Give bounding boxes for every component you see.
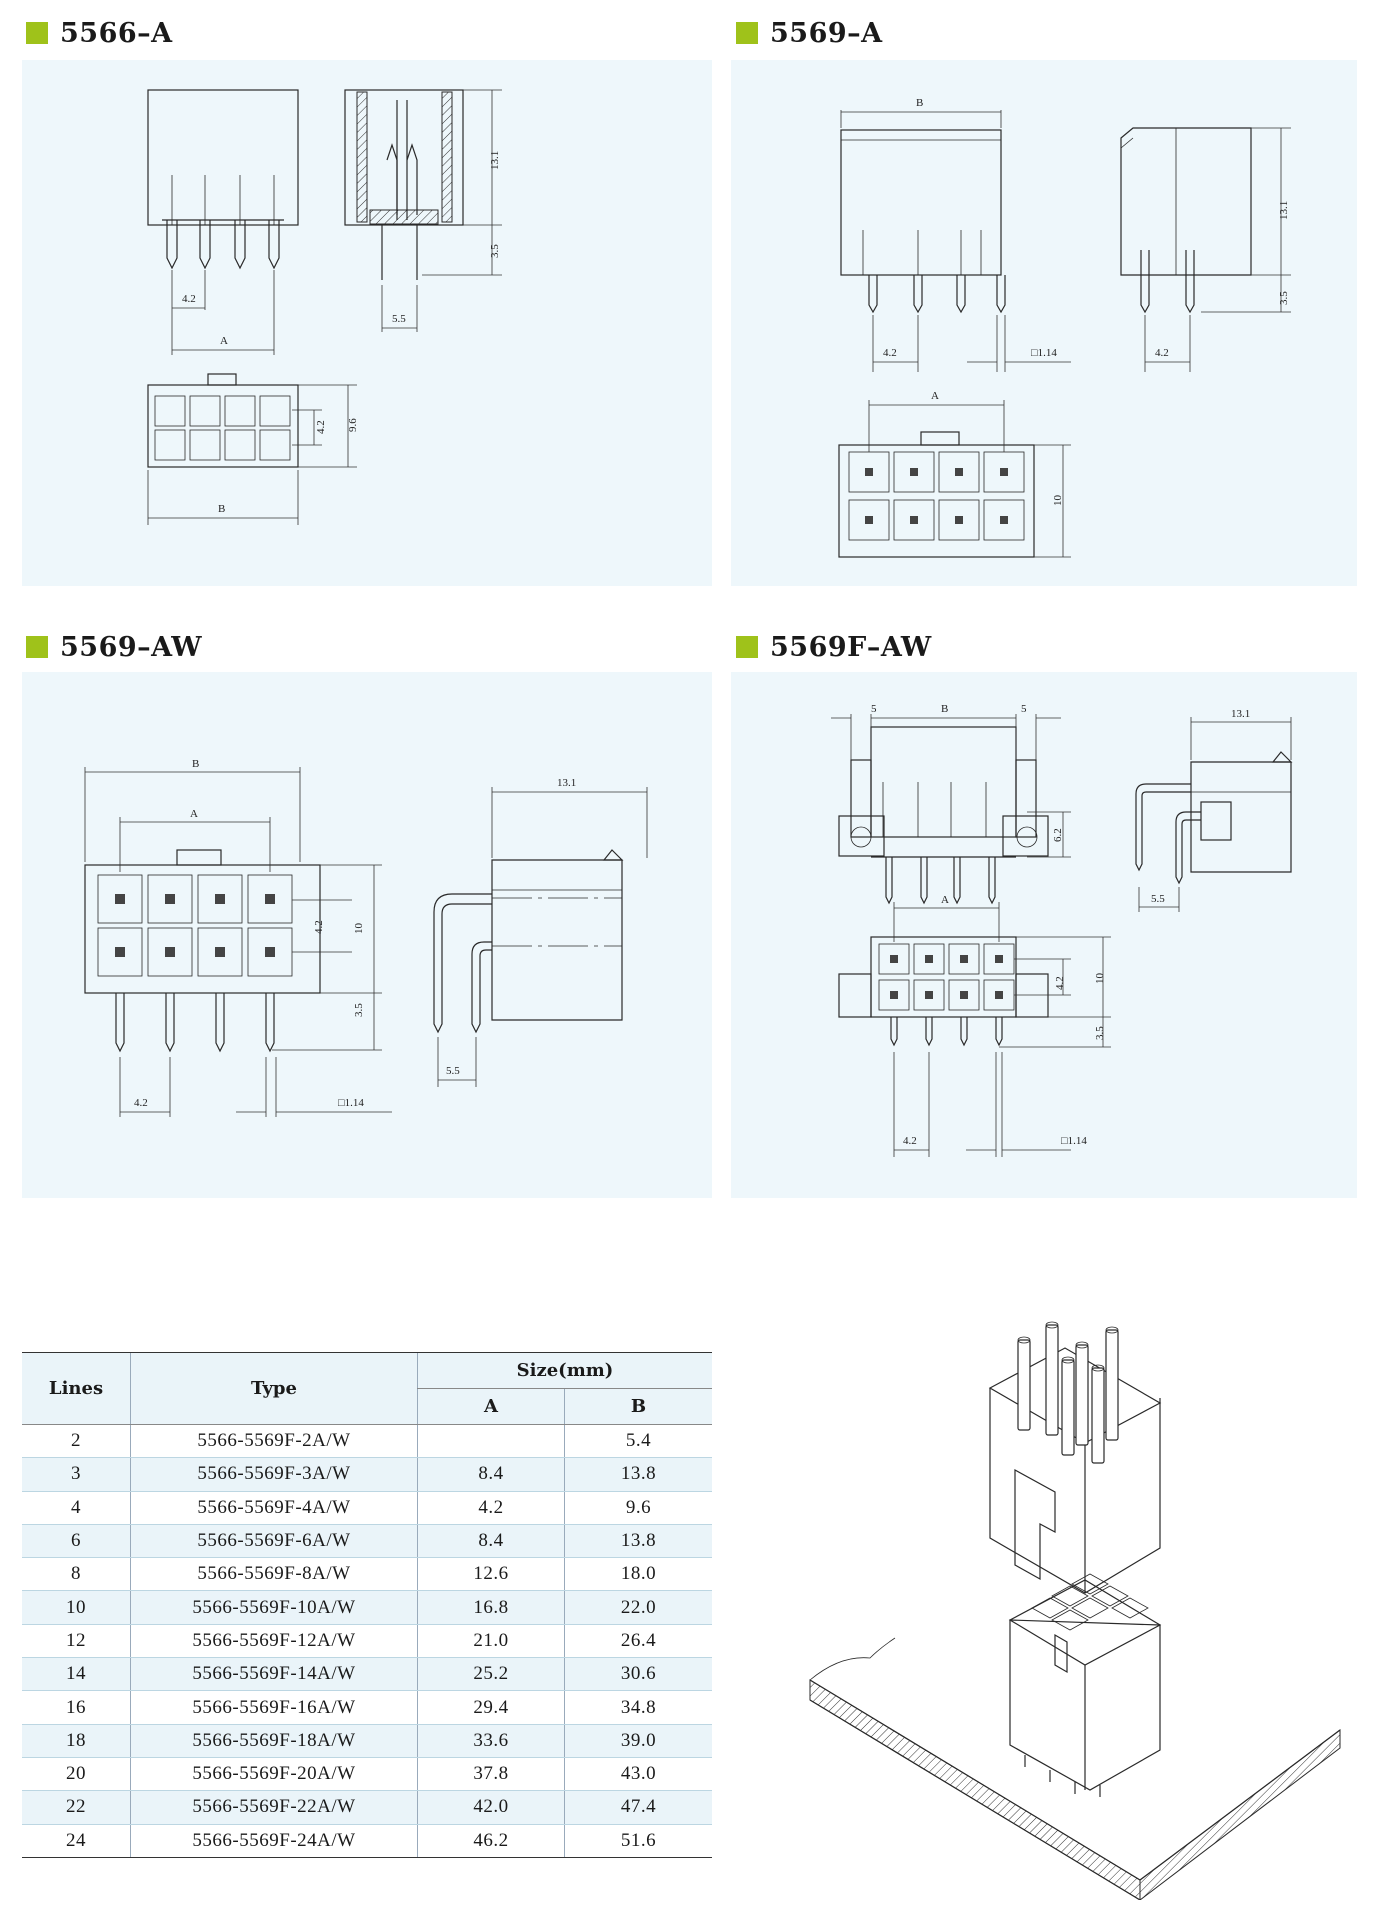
dim-pin-length: 3.5 [353, 1003, 365, 1017]
drawing-5569-aw: B A 4.2 10 3.5 4.2 □1.14 13.1 5.5 [84, 758, 648, 1117]
drawing-panel-5569-a: B 4.2 □1.14 13.1 3.5 4.2 A 10 [731, 60, 1357, 586]
dim-length: 13.1 [557, 777, 576, 789]
dim-a: A [931, 390, 939, 402]
dim-a: A [941, 894, 949, 906]
dim-pitch: 4.2 [883, 347, 897, 359]
header-lines: Lines [22, 1352, 131, 1425]
dim-b: B [192, 758, 199, 770]
dim-height: 13.1 [489, 151, 501, 170]
section-title-5566-a: 5566–A [26, 16, 173, 50]
dim-height: 13.1 [1278, 201, 1290, 220]
drawing-panel-5566-a: 4.2 A 13.1 3.5 5.5 4.2 9.6 B [22, 60, 712, 586]
drawing-panel-5569f-aw: 5 B 5 6.2 13.1 5.5 [731, 672, 1357, 1198]
dim-length: 13.1 [1231, 708, 1250, 720]
dim-offset: 5.5 [446, 1065, 460, 1077]
dim-b: B [218, 503, 225, 515]
dim-pin-size: □1.14 [1061, 1135, 1087, 1147]
header-size: Size(mm) [417, 1352, 712, 1389]
drawing-panel-5569-aw: B A 4.2 10 3.5 4.2 □1.14 13.1 5.5 [22, 672, 712, 1198]
dim-left-flange: 5 [871, 703, 877, 715]
dim-row-pitch: 4.2 [1054, 976, 1066, 990]
drawing-5566-a: 4.2 A 13.1 3.5 5.5 4.2 9.6 B [147, 89, 502, 525]
dim-row-pitch: 4.2 [315, 420, 327, 434]
header-a: A [417, 1388, 565, 1425]
connector-isometric-illustration [809, 1321, 1341, 1900]
dim-a: A [190, 808, 198, 820]
dim-pin-length: 3.5 [1094, 1026, 1106, 1040]
dim-a: A [220, 335, 228, 347]
dim-depth: 10 [1094, 973, 1106, 985]
dim-offset: 5.5 [392, 313, 406, 325]
dim-pitch-side: 4.2 [1155, 347, 1169, 359]
dim-depth: 9.6 [347, 418, 359, 432]
dim-pitch: 4.2 [134, 1097, 148, 1109]
dim-depth: 10 [1052, 495, 1064, 507]
section-title-5569-aw: 5569–AW [26, 630, 202, 664]
section-title-5569f-aw: 5569F–AW [736, 630, 932, 664]
accent-square [26, 22, 48, 44]
dim-pin-length: 3.5 [489, 244, 501, 258]
dim-right-flange: 5 [1021, 703, 1027, 715]
dim-pin-size: □1.14 [338, 1097, 364, 1109]
drawing-5569f-aw: 5 B 5 6.2 13.1 5.5 [831, 703, 1293, 1157]
accent-square [736, 636, 758, 658]
dim-b: B [916, 97, 923, 109]
dim-pitch: 4.2 [903, 1135, 917, 1147]
header-b: B [564, 1388, 712, 1425]
dim-offset: 5.5 [1151, 893, 1165, 905]
header-type: Type [130, 1352, 418, 1425]
accent-square [26, 636, 48, 658]
section-title-5569-a: 5569–A [736, 16, 883, 50]
dim-row-pitch: 4.2 [313, 920, 325, 934]
dim-hole-height: 6.2 [1052, 828, 1064, 842]
dim-pitch: 4.2 [182, 293, 196, 305]
dim-b: B [941, 703, 948, 715]
dim-pin-length: 3.5 [1278, 291, 1290, 305]
drawing-5569-a: B 4.2 □1.14 13.1 3.5 4.2 A 10 [838, 97, 1291, 558]
dim-pin-size: □1.14 [1031, 347, 1057, 359]
accent-square [736, 22, 758, 44]
dim-depth: 10 [353, 923, 365, 935]
